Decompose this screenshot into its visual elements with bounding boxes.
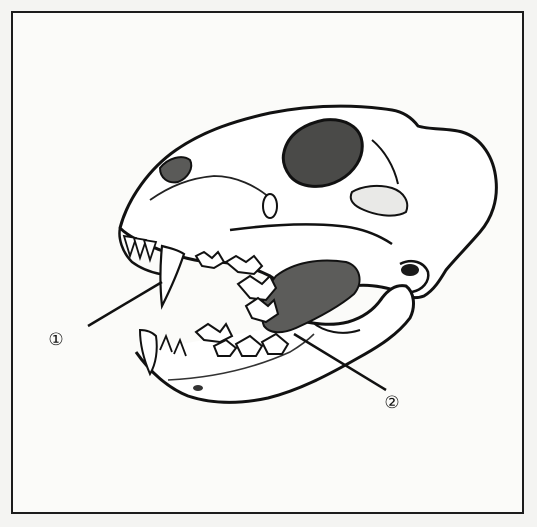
callout-label-2: ② bbox=[384, 393, 399, 413]
callout-label-1: ① bbox=[48, 330, 63, 350]
